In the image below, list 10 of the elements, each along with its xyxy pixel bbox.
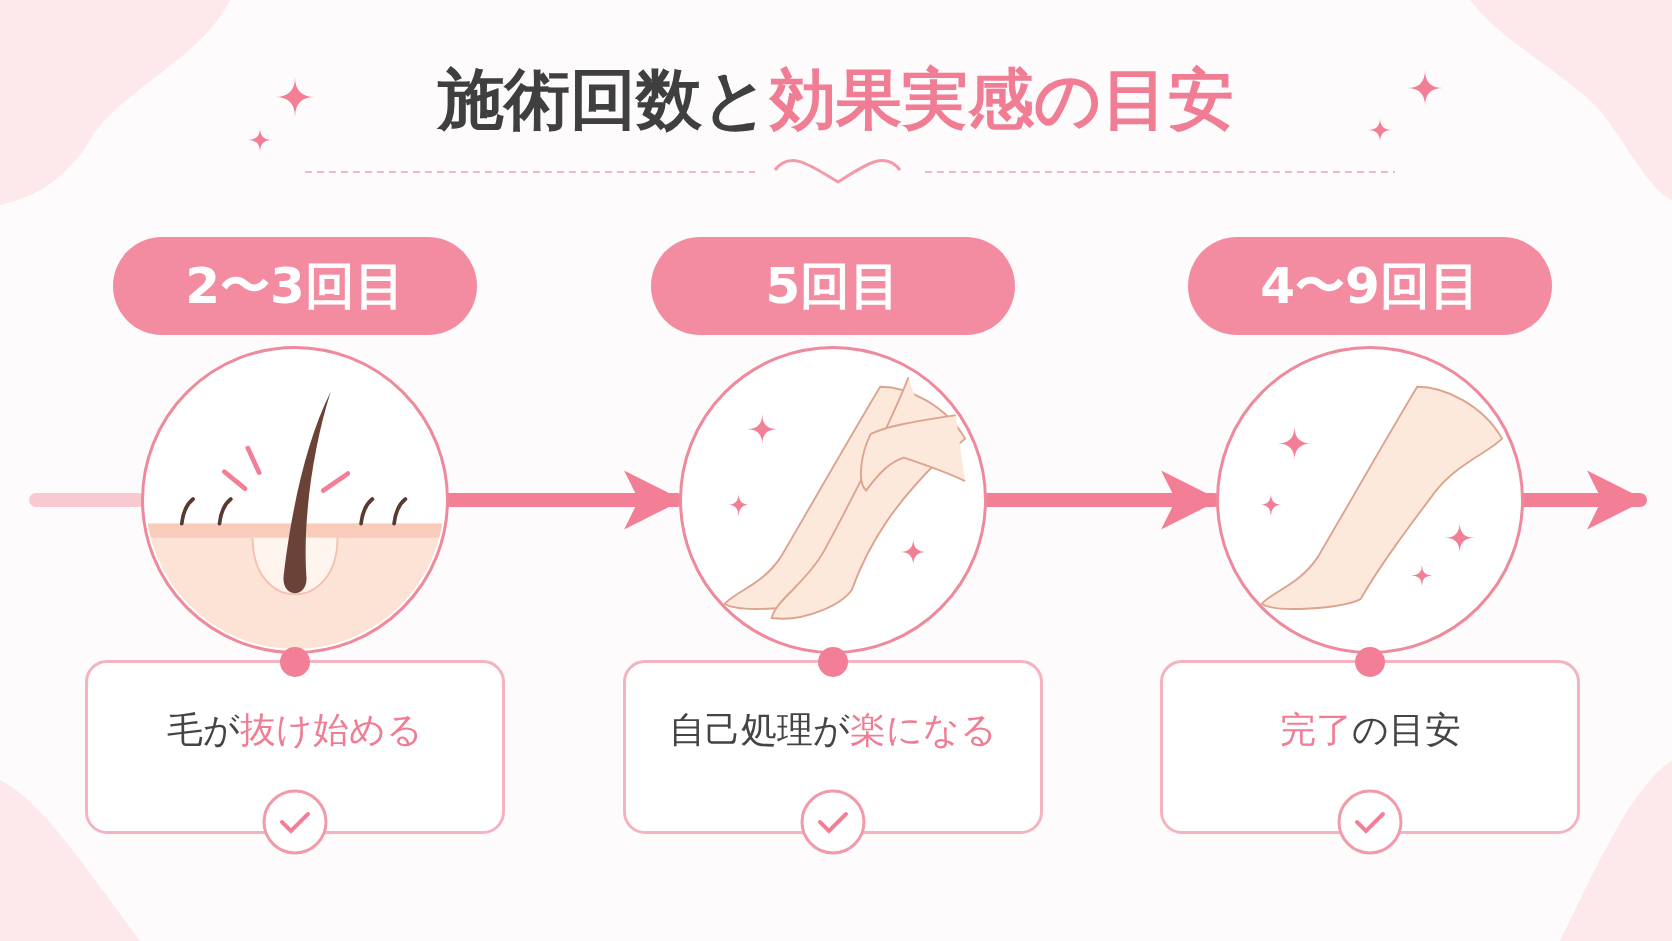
result-text: 自己処理が楽になる xyxy=(669,707,997,752)
result-text: 完了の目安 xyxy=(1279,707,1461,752)
session-count: 4〜9回目 xyxy=(1260,255,1480,317)
title: 施術回数と効果実感の目安 xyxy=(438,61,1234,138)
result-card xyxy=(1160,660,1580,834)
result-text: 毛が抜け始める xyxy=(167,707,423,752)
result-card xyxy=(85,660,505,834)
session-count: 2〜3回目 xyxy=(185,255,405,317)
session-count: 5回目 xyxy=(765,255,901,317)
result-card xyxy=(623,660,1043,834)
